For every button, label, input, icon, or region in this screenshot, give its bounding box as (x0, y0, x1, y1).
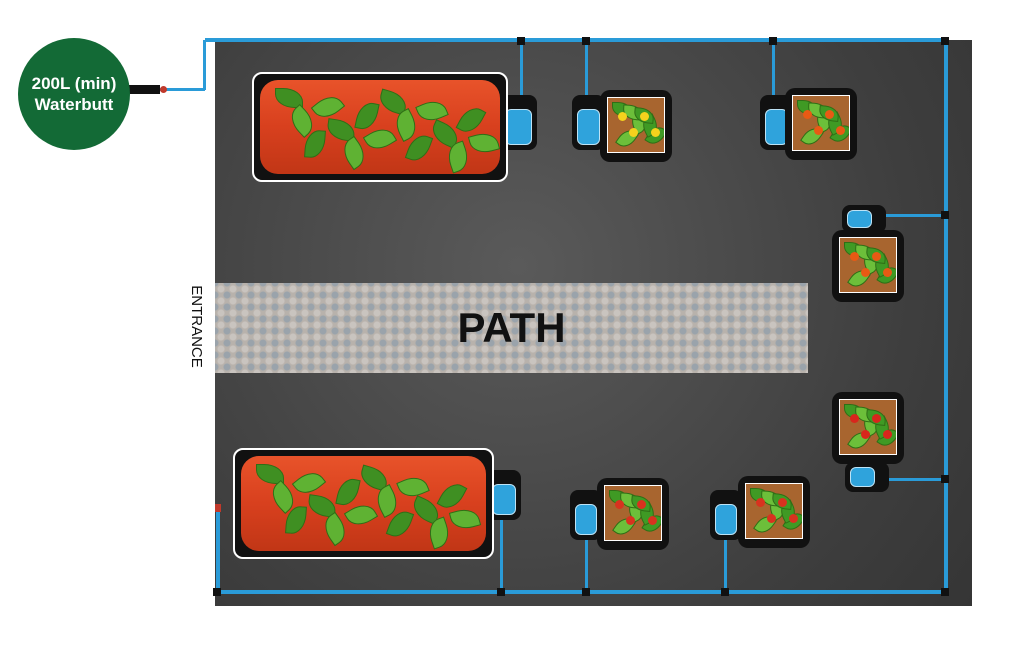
plant-leaf (354, 100, 380, 132)
drip-pipe (724, 535, 727, 592)
pepper-fruit (803, 110, 812, 119)
pipe-tee (721, 588, 729, 596)
pipe-tee (213, 588, 221, 596)
pipe-tee (941, 211, 949, 219)
supply-hose (203, 40, 206, 90)
cucumber-fruit (651, 128, 660, 137)
waterbutt-label: Waterbutt (34, 95, 114, 114)
pipe-tee (769, 37, 777, 45)
pipe-tee (582, 37, 590, 45)
pepper-fruit (850, 252, 859, 261)
pot-pepper-top (785, 88, 857, 160)
plant-leaf (436, 478, 468, 514)
hose-valve (160, 86, 167, 93)
cucumber-fruit (640, 112, 649, 121)
plant-leaf (396, 472, 430, 502)
entrance-text: ENTRANCE (187, 284, 205, 368)
watering-reservoir (572, 95, 605, 150)
hose-connector (128, 85, 160, 94)
watering-reservoir (845, 462, 889, 492)
pot-pepper-right (832, 230, 904, 302)
waterbutt-capacity: 200L (min) (31, 74, 117, 93)
pipe-tee (941, 475, 949, 483)
pot-soil (604, 485, 662, 541)
drip-pipe (520, 40, 523, 100)
tomato-fruit (767, 514, 776, 523)
pepper-fruit (861, 268, 870, 277)
gravel-path (215, 283, 808, 373)
grow-bag-top (252, 72, 508, 182)
plant-leaf (335, 476, 361, 508)
pipe-tee (941, 588, 949, 596)
pepper-fruit (836, 126, 845, 135)
water-tank (850, 467, 875, 487)
water-tank (847, 210, 872, 228)
drip-pipe (585, 40, 588, 108)
cucumber-fruit (629, 128, 638, 137)
drip-pipe (585, 535, 588, 592)
pot-soil (792, 95, 850, 151)
water-tank (492, 484, 516, 515)
pot-soil (745, 483, 803, 539)
supply-hose (160, 88, 205, 91)
pot-cucumber (600, 90, 672, 162)
grow-bag-bottom (233, 448, 494, 559)
cucumber-fruit (618, 112, 627, 121)
pipe-tee (497, 588, 505, 596)
drip-pipe (216, 508, 220, 592)
pipe-tee (941, 37, 949, 45)
watering-reservoir (710, 490, 742, 540)
pot-tomato-1 (597, 478, 669, 550)
drip-pipe (205, 38, 947, 42)
plant-leaf (415, 96, 449, 126)
grow-bag (260, 80, 500, 174)
pepper-fruit (814, 126, 823, 135)
pot-soil (607, 97, 665, 153)
drip-pipe (500, 520, 503, 592)
pipe-tee (517, 37, 525, 45)
entrance-label: ENTRANCE (176, 270, 216, 382)
pipe-end-cap (215, 504, 221, 512)
drip-pipe (885, 214, 945, 217)
tomato-fruit (615, 500, 624, 509)
pot-soil (839, 237, 897, 293)
pepper-fruit (825, 110, 834, 119)
water-tank (577, 109, 600, 145)
pot-soil (839, 399, 897, 455)
tomato-fruit (756, 498, 765, 507)
chili-fruit (861, 430, 870, 439)
tomato-fruit (626, 516, 635, 525)
plant-leaf (256, 464, 284, 484)
watering-reservoir (842, 205, 886, 233)
pot-chili-right (832, 392, 904, 464)
pot-tomato-2 (738, 476, 810, 548)
chili-fruit (883, 430, 892, 439)
plant-leaf (275, 88, 303, 108)
chili-fruit (872, 414, 881, 423)
water-tank (575, 504, 597, 535)
drip-pipe (944, 38, 948, 594)
drip-pipe (885, 478, 945, 481)
plant-leaf (343, 499, 379, 531)
grow-bag (241, 456, 486, 551)
watering-reservoir (570, 490, 602, 540)
chili-fruit (850, 414, 859, 423)
tomato-fruit (648, 516, 657, 525)
waterbutt: 200L (min) Waterbutt (18, 38, 130, 150)
plant-leaf (362, 123, 398, 155)
tomato-fruit (778, 498, 787, 507)
path-label: PATH (457, 304, 566, 351)
tomato-fruit (637, 500, 646, 509)
plant-leaf (455, 102, 487, 138)
water-tank (505, 109, 532, 145)
pipe-tee (582, 588, 590, 596)
drip-pipe (772, 40, 775, 108)
plant-leaf (448, 505, 482, 533)
pepper-fruit (872, 252, 881, 261)
plant-leaf (467, 129, 500, 157)
pepper-fruit (883, 268, 892, 277)
water-tank (715, 504, 737, 535)
tomato-fruit (789, 514, 798, 523)
